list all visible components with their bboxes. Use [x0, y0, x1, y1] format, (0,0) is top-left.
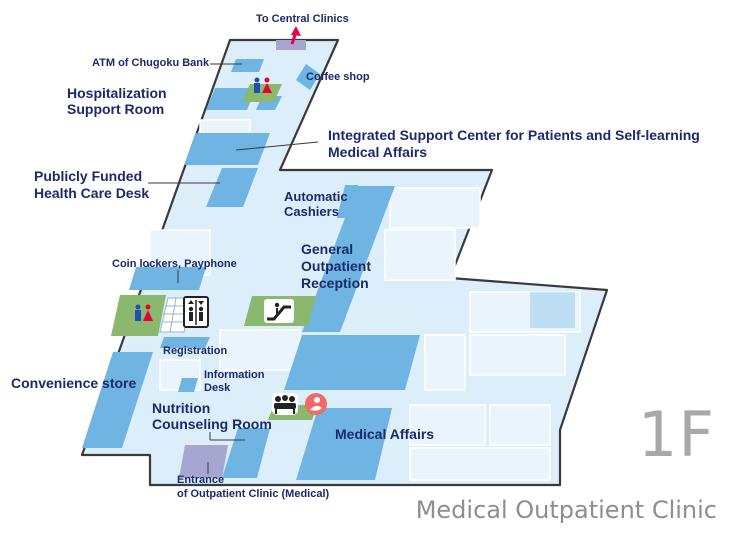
floor-name: Medical Outpatient Clinic — [415, 496, 717, 524]
floor-number: 1F — [637, 398, 715, 471]
integrated-support-label-1: Integrated Support Center for Patients a… — [328, 127, 700, 143]
restroom-icon — [254, 77, 272, 93]
reception-label-1: General — [301, 241, 354, 257]
left-room-coin — [129, 267, 206, 290]
information-desk-label-2: Desk — [204, 382, 231, 394]
integrated-support-label-2: Medical Affairs — [328, 144, 428, 160]
hospitalization-label-1: Hospitalization — [67, 85, 167, 101]
nursing-room-icon — [305, 393, 327, 415]
nutrition-label-2: Counseling Room — [152, 416, 272, 432]
cashiers-room — [337, 185, 358, 218]
rooms — [82, 59, 575, 480]
convenience-room — [82, 352, 153, 448]
registration-label: Registration — [163, 345, 228, 357]
registration-room — [160, 337, 210, 348]
medical-affairs-room — [296, 408, 392, 480]
public-health-label-2: Health Care Desk — [34, 185, 150, 201]
entrance-label-2: of Outpatient Clinic (Medical) — [177, 488, 330, 500]
reception-block — [302, 186, 395, 332]
coffee-shop-label: Coffee shop — [306, 71, 370, 83]
hospitalization-label-2: Support Room — [67, 101, 165, 117]
reception-label-2: Outpatient — [301, 258, 371, 274]
coffee-shop-room — [296, 64, 320, 90]
reception-label-3: Reception — [301, 275, 369, 291]
info-desk — [178, 378, 198, 392]
right-wing-room — [530, 292, 575, 328]
public-health-label-1: Publicly Funded — [34, 168, 143, 184]
convenience-store-label: Convenience store — [11, 375, 137, 391]
hospitalization-room — [206, 88, 256, 110]
stair-grid — [159, 297, 191, 333]
up-arrow-icon — [290, 26, 301, 45]
atm-label: ATM of Chugoku Bank — [92, 57, 210, 69]
medical-affairs-label: Medical Affairs — [335, 426, 435, 442]
restroom-icon — [135, 304, 153, 321]
cashiers-label-1: Automatic — [284, 189, 348, 204]
leader-lines — [148, 63, 319, 474]
public-health-desk — [206, 168, 258, 207]
central-link — [276, 40, 306, 50]
coin-lockers-label: Coin lockers, Payphone — [112, 258, 237, 270]
entrance-label-1: Entrance — [177, 474, 225, 486]
nutrition-label-1: Nutrition — [152, 400, 211, 416]
elevator-icon — [183, 296, 209, 328]
atm-room — [231, 59, 264, 72]
large-clinic-block — [284, 335, 420, 390]
outpatient-entrance — [179, 445, 228, 478]
waiting-area-icon — [272, 393, 298, 415]
cashiers-label-2: Cashiers — [284, 204, 339, 219]
information-desk-label-1: Information — [204, 369, 265, 381]
integrated-support-room — [184, 133, 270, 165]
escalator-icon — [264, 299, 294, 323]
to-central-clinics-label: To Central Clinics — [256, 13, 349, 25]
